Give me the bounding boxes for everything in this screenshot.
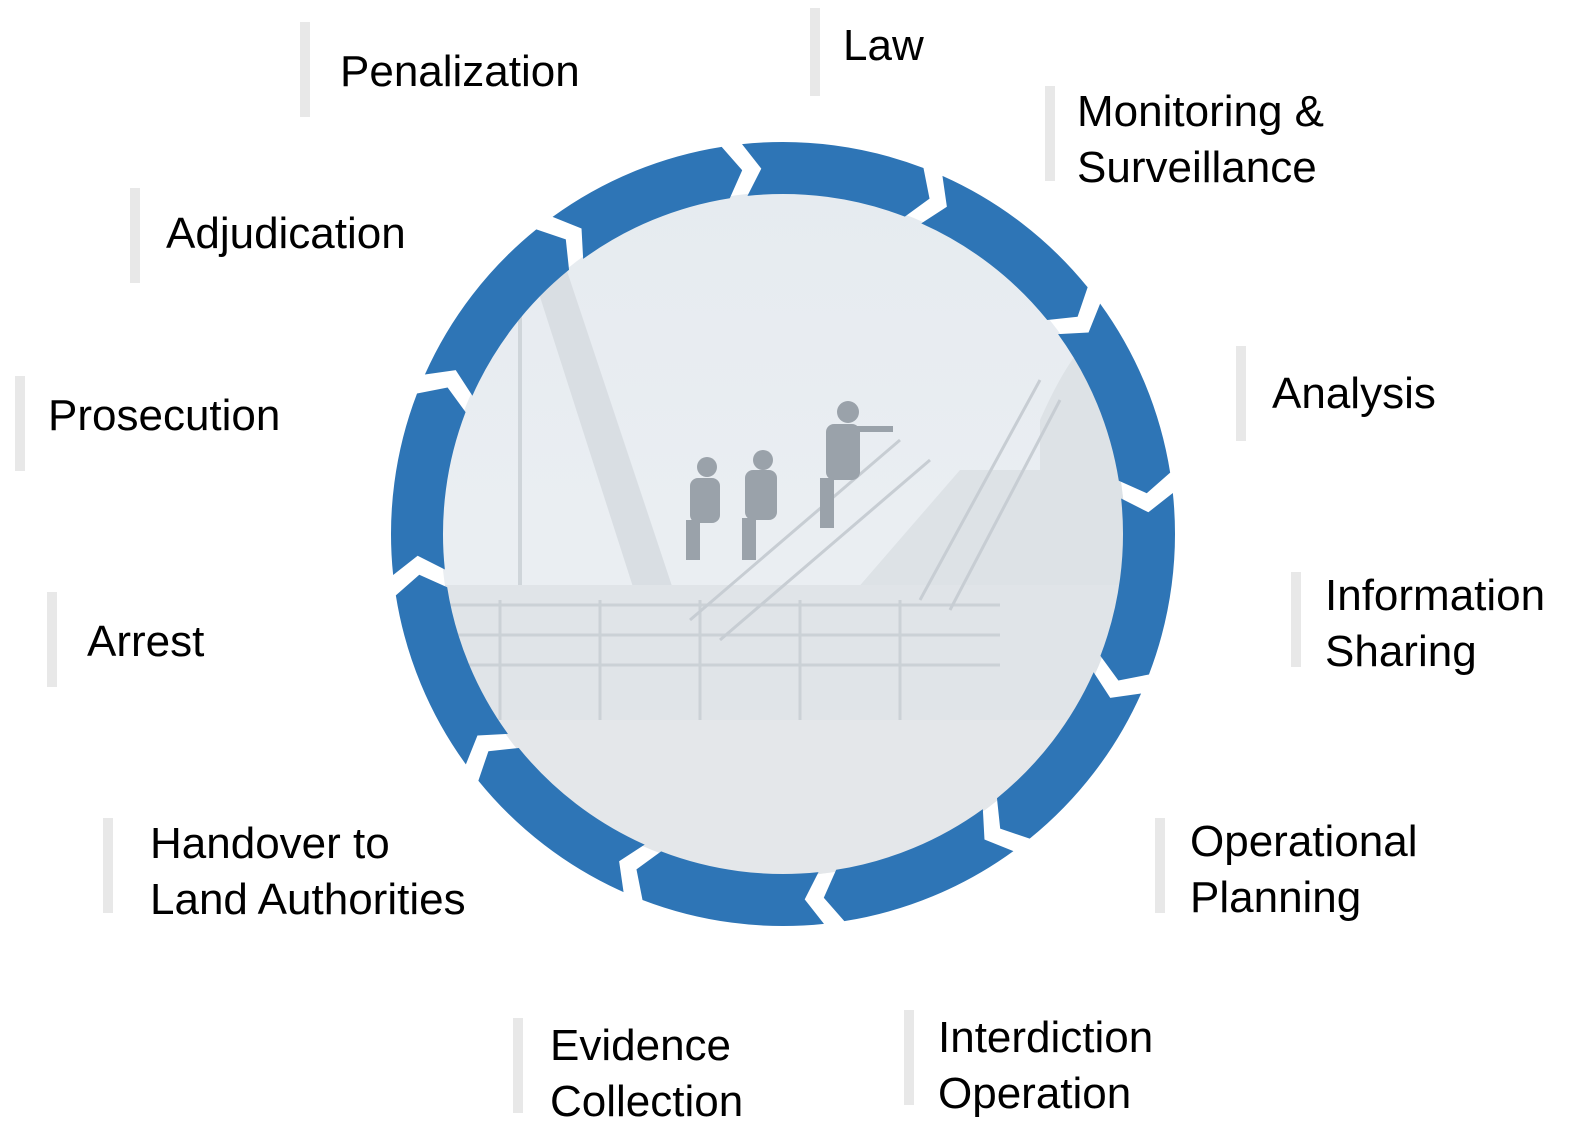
stage-label-line: Sharing (1325, 627, 1477, 676)
stage-label-line: Arrest (87, 617, 205, 666)
stage-label-line: Law (843, 21, 924, 70)
center-photo (441, 192, 1125, 876)
label-bar-penalization (300, 22, 310, 117)
stage-label-monitoring: Monitoring & Surveillance (1077, 84, 1324, 196)
ring-arrow-segment (395, 574, 508, 765)
label-bar-analysis (1236, 346, 1246, 441)
stage-label-handover: Handover to Land Authorities (150, 816, 466, 928)
label-bar-prosecution (15, 376, 25, 471)
stage-label-line: Interdiction (938, 1013, 1154, 1062)
stage-label-line: Collection (550, 1077, 744, 1126)
stage-label-line: Handover to (150, 819, 390, 868)
label-bar-operational-planning (1155, 818, 1165, 913)
ring-arrow-segment (478, 747, 645, 893)
label-bar-arrest (47, 592, 57, 687)
stage-label-analysis: Analysis (1272, 366, 1436, 422)
ring-arrow-segment (1058, 303, 1171, 494)
stage-label-line: Operational (1190, 817, 1418, 866)
stage-label-prosecution: Prosecution (48, 388, 280, 444)
label-bar-evidence-collection (513, 1018, 523, 1113)
stage-label-line: Surveillance (1077, 143, 1317, 192)
ring-arrow-segment (742, 142, 930, 217)
label-bar-adjudication (130, 188, 140, 283)
ring-arrow-segment (424, 229, 570, 396)
stage-label-line: Planning (1190, 873, 1362, 922)
stage-label-penalization: Penalization (340, 44, 580, 100)
stage-label-line: Prosecution (48, 391, 281, 440)
stage-label-line: Operation (938, 1069, 1132, 1118)
label-bar-interdiction-operation (904, 1010, 914, 1105)
label-bar-handover (103, 818, 113, 913)
stage-label-line: Analysis (1272, 369, 1436, 418)
label-bar-monitoring (1045, 86, 1055, 181)
ring-arrow-segment (1100, 493, 1175, 681)
cycle-ring (391, 142, 1175, 926)
ring-arrow-segment (552, 146, 743, 259)
stage-label-adjudication: Adjudication (166, 206, 406, 262)
stage-label-line: Monitoring & (1077, 87, 1325, 136)
stage-label-line: Information (1325, 571, 1546, 620)
stage-label-law: Law (843, 18, 924, 74)
stage-label-line: Adjudication (166, 209, 406, 258)
ring-arrow-segment (391, 387, 466, 575)
label-bar-law (810, 8, 820, 96)
ring-arrow-segment (823, 809, 1014, 922)
ring-arrow-segment (996, 672, 1142, 839)
label-bar-information-sharing (1291, 572, 1301, 667)
stage-label-arrest: Arrest (87, 614, 204, 670)
ring-arrow-segment (636, 851, 824, 926)
stage-label-line: Land Authorities (150, 875, 466, 924)
stage-label-line: Penalization (340, 47, 580, 96)
stage-label-line: Evidence (550, 1021, 732, 1070)
ring-arrow-segment (921, 175, 1088, 321)
